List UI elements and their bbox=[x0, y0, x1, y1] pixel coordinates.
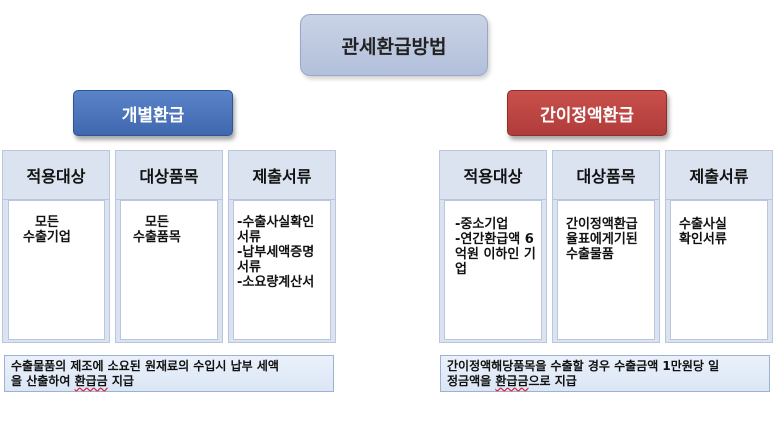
note-keyword: 환급금 bbox=[495, 374, 529, 388]
cell-line: 확인서류 bbox=[679, 232, 727, 247]
right-cell-target: -중소기업 -연간환급액 6 억원 이하인 기 업 bbox=[444, 200, 542, 340]
cell-line: -수출사실확인 bbox=[237, 215, 315, 230]
cell-line: 수출품목 bbox=[133, 230, 181, 245]
cell-line: -중소기업 bbox=[455, 217, 509, 232]
left-cell-items: 모든 수출품목 bbox=[120, 200, 218, 340]
category-simple-fixed-refund: 간이정액환급 bbox=[507, 90, 667, 136]
cell-line: 억원 이하인 기 bbox=[455, 247, 536, 262]
right-header-items: 대상품목 bbox=[552, 150, 660, 200]
note-line: 간이정액해당품목을 수출할 경우 수출금액 1만원당 일 bbox=[447, 359, 720, 373]
left-header-items: 대상품목 bbox=[115, 150, 223, 200]
note-line: 수출물품의 제조에 소요된 원재료의 수입시 납부 세액 bbox=[11, 359, 279, 373]
cell-line: 율표에게기된 bbox=[566, 232, 638, 247]
left-header-documents: 제출서류 bbox=[228, 150, 336, 200]
note-text: 을 산출하여 bbox=[11, 374, 75, 388]
category-individual-refund: 개별환급 bbox=[73, 90, 233, 136]
left-note: 수출물품의 제조에 소요된 원재료의 수입시 납부 세액 을 산출하여 환급금 … bbox=[4, 355, 334, 392]
right-header-target: 적용대상 bbox=[439, 150, 547, 200]
right-header-documents: 제출서류 bbox=[665, 150, 773, 200]
cell-line: 업 bbox=[455, 262, 467, 277]
left-header-target: 적용대상 bbox=[2, 150, 110, 200]
note-text: 으로 지급 bbox=[528, 374, 577, 388]
cell-line: 서류 bbox=[237, 230, 261, 245]
cell-line: 수출기업 bbox=[23, 230, 71, 245]
cell-line: 서류 bbox=[237, 260, 261, 275]
right-cell-documents: 수출사실 확인서류 bbox=[670, 200, 768, 340]
note-line: 을 산출하여 환급금 지급 bbox=[11, 374, 327, 389]
cell-line: 간이정액환급 bbox=[566, 217, 638, 232]
note-line: 정금액을 환급금으로 지급 bbox=[447, 374, 763, 389]
cell-line: 수출사실 bbox=[679, 217, 727, 232]
cell-line: 모든 bbox=[35, 215, 59, 230]
right-note: 간이정액해당품목을 수출할 경우 수출금액 1만원당 일 정금액을 환급금으로 … bbox=[440, 355, 770, 392]
right-cell-items: 간이정액환급 율표에게기된 수출물품 bbox=[557, 200, 655, 340]
cell-line: 수출물품 bbox=[566, 247, 614, 262]
cell-line: -납부세액증명 bbox=[237, 245, 315, 260]
note-text: 지급 bbox=[107, 374, 134, 388]
cell-line: 모든 bbox=[145, 215, 169, 230]
note-keyword: 환급금 bbox=[74, 374, 108, 388]
left-cell-target: 모든 수출기업 bbox=[8, 200, 105, 340]
cell-line: -연간환급액 6 bbox=[455, 232, 534, 247]
left-cell-documents: -수출사실확인 서류 -납부세액증명 서류 -소요량계산서 bbox=[233, 200, 331, 340]
cell-line: -소요량계산서 bbox=[237, 275, 315, 290]
diagram-title: 관세환급방법 bbox=[300, 14, 488, 76]
note-text: 정금액을 bbox=[447, 374, 496, 388]
